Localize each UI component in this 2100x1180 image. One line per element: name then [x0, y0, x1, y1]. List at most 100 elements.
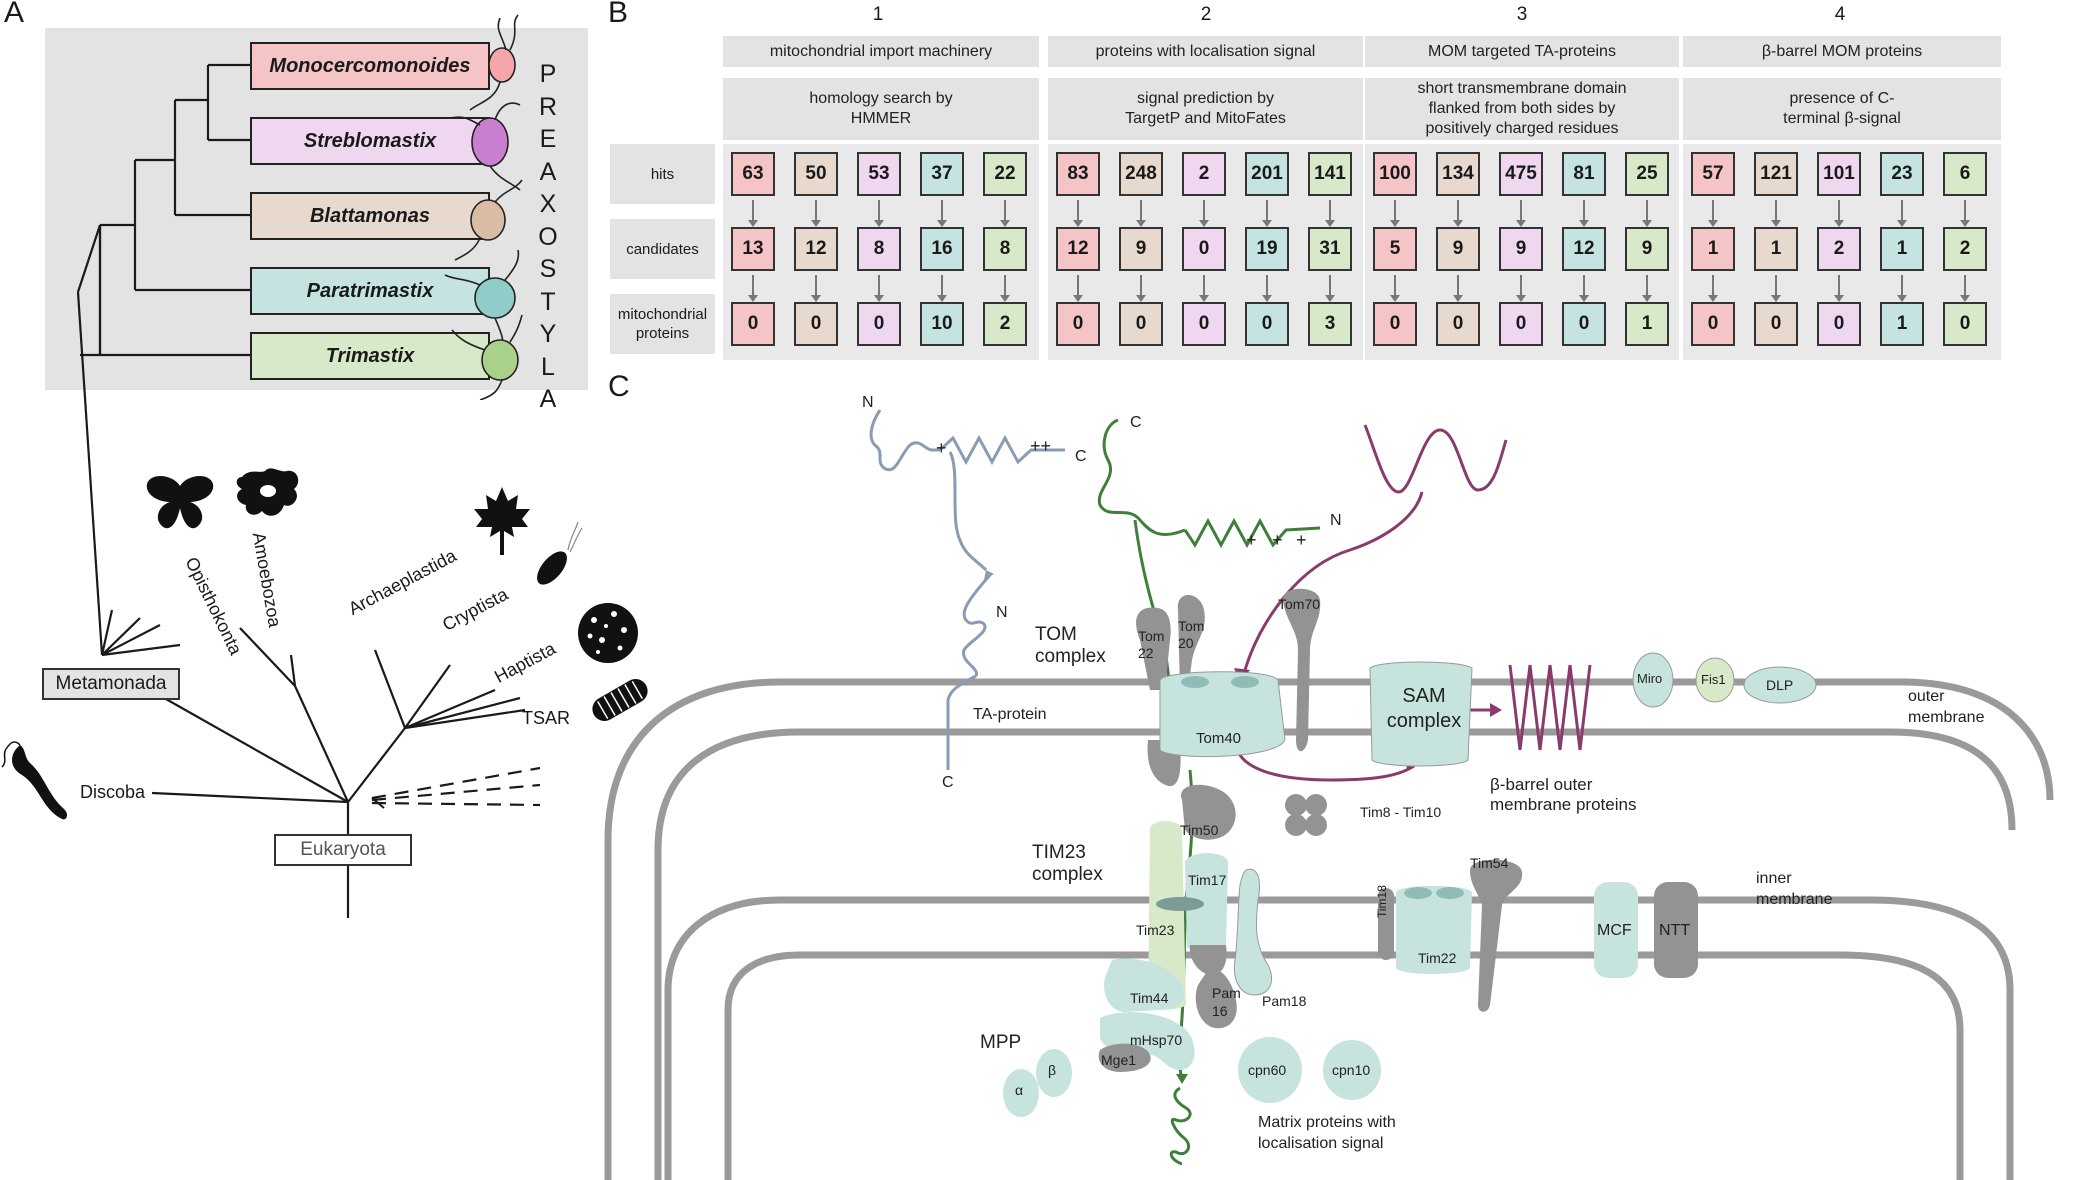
cpn60-label: cpn60	[1248, 1062, 1287, 1078]
result-cell-mito: 0	[1182, 302, 1226, 346]
result-cell-mito: 1	[1625, 302, 1669, 346]
fis1-shape	[1695, 657, 1735, 703]
taxon-monocercomonoides: Monocercomonoides	[250, 42, 490, 90]
tom22-shape	[1136, 607, 1171, 690]
tom40-label: Tom40	[1196, 730, 1242, 747]
result-cell-candidates: 8	[983, 227, 1027, 271]
taxon-paratrimastix: Paratrimastix	[250, 267, 490, 315]
outer-membrane-top	[604, 678, 2054, 1180]
result-cell-mito: 0	[794, 302, 838, 346]
mpp-alpha-label: α	[1015, 1082, 1024, 1098]
mcf-shape	[1594, 882, 1638, 978]
tim54-label: Tim54	[1470, 855, 1509, 871]
clade-tsar: TSAR	[522, 708, 571, 728]
result-cell-mito: 0	[857, 302, 901, 346]
blue-chain-n-label: N	[862, 394, 874, 411]
tim22-shape	[1396, 886, 1472, 974]
result-cell-candidates: 9	[1119, 227, 1163, 271]
result-cell-candidates: 9	[1625, 227, 1669, 271]
result-cell-hits: 37	[920, 152, 964, 196]
result-cell-candidates: 12	[794, 227, 838, 271]
result-cell-candidates: 1	[1880, 227, 1924, 271]
inner-membrane-label: inner membrane	[1756, 870, 1833, 908]
tim17-label: Tim17	[1188, 872, 1227, 888]
column-number-3: 3	[1516, 4, 1528, 25]
result-cell-mito: 0	[1373, 302, 1417, 346]
result-cell-hits: 121	[1754, 152, 1798, 196]
green-chain-n-label: N	[1330, 512, 1342, 529]
mpp-beta-label: β	[1048, 1062, 1057, 1078]
matrix-proteins-label: Matrix proteins with localisation signal	[1258, 1114, 1396, 1152]
green-chain-plus3: +	[1296, 530, 1307, 550]
clade-discoba: Discoba	[80, 782, 146, 802]
result-cell-candidates: 12	[1562, 227, 1606, 271]
ntt-shape	[1654, 882, 1698, 978]
result-cell-mito: 0	[1056, 302, 1100, 346]
column-method-1: homology search by HMMER	[723, 78, 1039, 140]
tom70-shape	[1282, 588, 1321, 752]
result-cell-candidates: 9	[1499, 227, 1543, 271]
blue-chain-c-label: C	[1075, 448, 1087, 465]
column-method-3: short transmembrane domain flanked from …	[1365, 78, 1679, 140]
column-title-1: mitochondrial import machinery	[723, 36, 1039, 67]
miro-shape	[1632, 652, 1674, 708]
tim23-label: Tim23	[1136, 922, 1175, 938]
tom-complex-label: TOM complex	[1035, 624, 1106, 667]
result-cell-mito: 0	[731, 302, 775, 346]
green-chain-plus1: +	[1246, 530, 1257, 550]
tom20-shape	[1177, 595, 1205, 690]
tim18-shape	[1378, 888, 1394, 960]
metamonada-box: Metamonada	[42, 668, 180, 700]
result-cell-candidates: 8	[857, 227, 901, 271]
tim8-tim10-shape	[1285, 794, 1327, 836]
dlp-label: DLP	[1766, 677, 1794, 693]
mpp-alpha-shape	[1003, 1069, 1039, 1117]
result-cell-candidates: 0	[1182, 227, 1226, 271]
pam18-label: Pam18	[1262, 993, 1307, 1009]
result-cell-mito: 1	[1880, 302, 1924, 346]
amoeba-icon	[236, 468, 299, 516]
result-cell-mito: 0	[1119, 302, 1163, 346]
result-cell-candidates: 5	[1373, 227, 1417, 271]
pam16-shape	[1195, 969, 1237, 1029]
cpn10-label: cpn10	[1332, 1062, 1371, 1078]
mge1-shape	[1098, 1043, 1151, 1072]
result-cell-hits: 6	[1943, 152, 1987, 196]
result-cell-hits: 141	[1308, 152, 1352, 196]
ntt-label: NTT	[1659, 922, 1691, 939]
green-chain-plus2: +	[1272, 530, 1283, 550]
column-title-4: β-barrel MOM proteins	[1683, 36, 2001, 67]
blue-chain-c2-label: C	[942, 774, 954, 791]
cpn10-shape	[1323, 1040, 1381, 1100]
tim8-tim10-label: Tim8 - Tim10	[1360, 804, 1442, 820]
result-cell-candidates: 1	[1754, 227, 1798, 271]
result-cell-hits: 101	[1817, 152, 1861, 196]
tim50-label: Tim50	[1180, 822, 1219, 838]
result-cell-hits: 53	[857, 152, 901, 196]
panel-b-letter: B	[608, 0, 629, 29]
sam-complex-label: SAM complex	[1386, 685, 1462, 732]
mpp-label: MPP	[980, 1032, 1022, 1053]
cpn60-shape	[1238, 1037, 1302, 1103]
pam18-shape	[1233, 868, 1273, 996]
tim23-shape	[1148, 821, 1186, 1010]
taxon-blattamonas: Blattamonas	[250, 192, 490, 240]
mge1-label: Mge1	[1101, 1052, 1137, 1068]
column-number-4: 4	[1834, 4, 1846, 25]
column-method-2: signal prediction by TargetP and MitoFat…	[1048, 78, 1363, 140]
result-cell-mito: 0	[1436, 302, 1480, 346]
euglenid-icon	[1, 741, 68, 820]
blue-chain-plusplus-label: ++	[1030, 436, 1052, 456]
tom70-label: Tom70	[1278, 596, 1321, 612]
result-cell-mito: 2	[983, 302, 1027, 346]
taxon-trimastix: Trimastix	[250, 332, 490, 380]
result-cell-mito: 0	[1817, 302, 1861, 346]
tim44-label: Tim44	[1130, 990, 1169, 1006]
result-cell-mito: 0	[1754, 302, 1798, 346]
result-cell-hits: 57	[1691, 152, 1735, 196]
inner-membrane-bottom	[724, 951, 1964, 1180]
mcf-label: MCF	[1597, 922, 1632, 939]
column-title-3: MOM targeted TA-proteins	[1365, 36, 1679, 67]
result-cell-mito: 0	[1691, 302, 1735, 346]
